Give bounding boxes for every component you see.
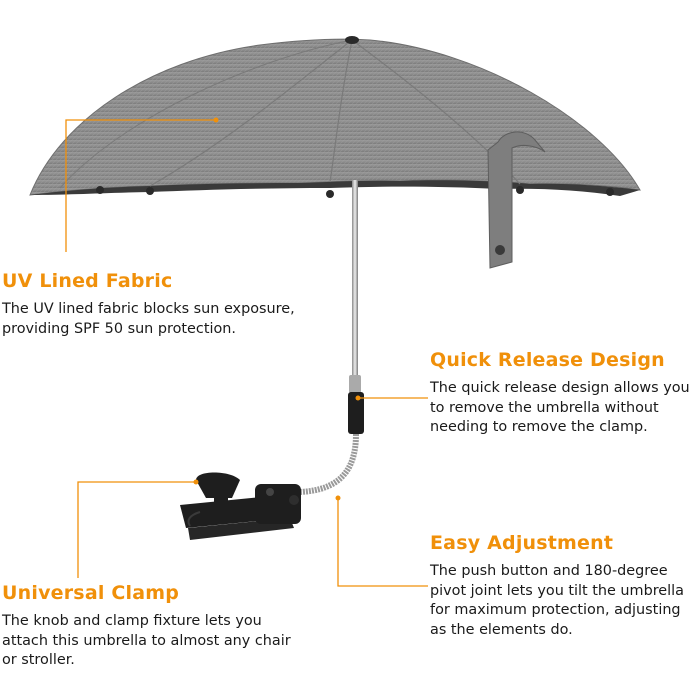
feature-description: The UV lined fabric blocks sun exposure,… [2, 301, 295, 337]
feature-title: Quick Release Design [430, 349, 665, 371]
feature-description: The knob and clamp fixture lets you atta… [2, 613, 291, 668]
callout-line-universal-clamp [77, 481, 196, 578]
feature-description: The quick release design allows you to r… [430, 380, 690, 435]
feature-quick-release-design: Quick Release Design The quick release d… [430, 349, 690, 438]
feature-uv-lined-fabric: UV Lined Fabric The UV lined fabric bloc… [2, 270, 295, 339]
callout-line-easy-adjustment [337, 498, 428, 587]
feature-description: The push button and 180-degree pivot joi… [430, 563, 684, 638]
feature-title: UV Lined Fabric [2, 270, 173, 292]
feature-title: Easy Adjustment [430, 532, 614, 554]
feature-easy-adjustment: Easy Adjustment The push button and 180-… [430, 532, 684, 640]
feature-title: Universal Clamp [2, 582, 180, 604]
callout-line-uv-fabric [65, 119, 216, 252]
umbrella-pole [348, 180, 364, 434]
feature-universal-clamp: Universal Clamp The knob and clamp fixtu… [2, 582, 291, 671]
clamp-body [180, 472, 301, 540]
flexible-gooseneck [299, 433, 359, 495]
umbrella-canopy [29, 36, 641, 198]
umbrella-strap [487, 131, 546, 269]
